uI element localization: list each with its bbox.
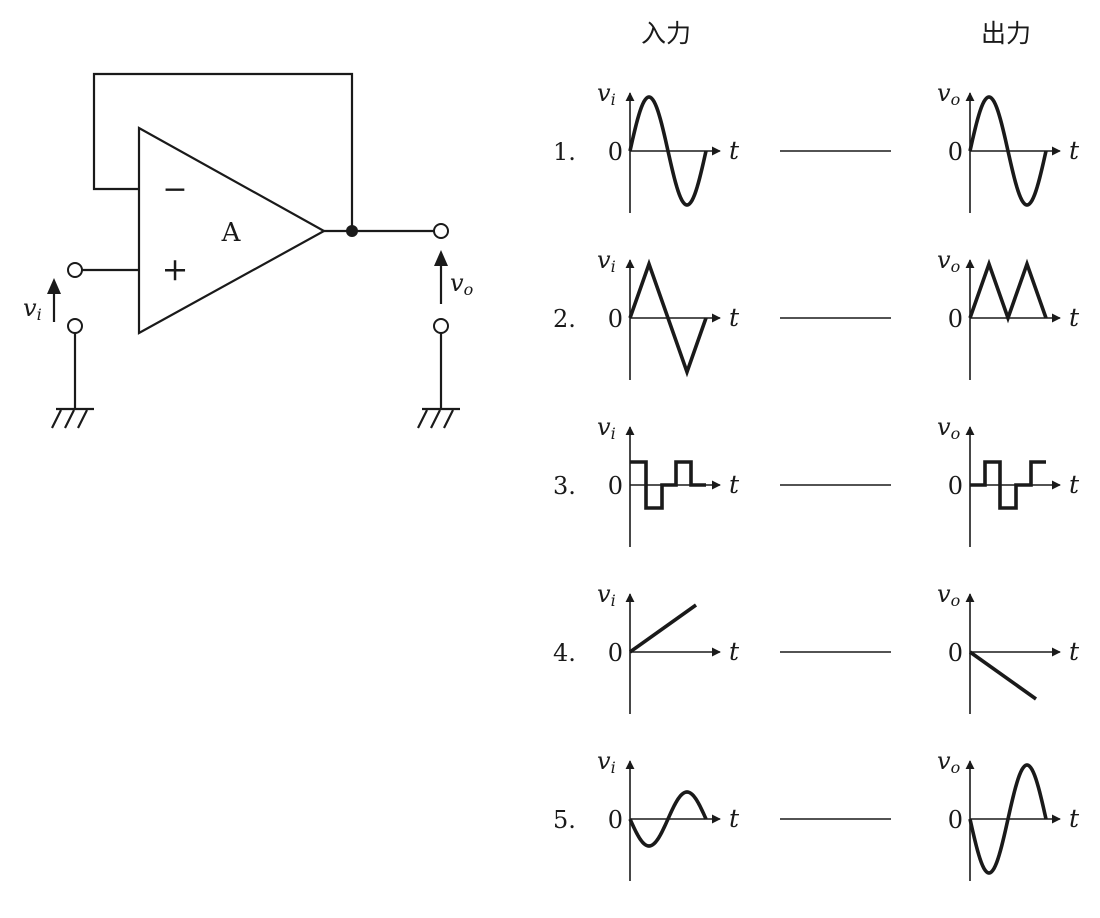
output-t-label: t bbox=[1069, 637, 1080, 666]
input-waveform bbox=[628, 95, 708, 207]
minus-sign: − bbox=[162, 172, 187, 207]
output-t-label: t bbox=[1069, 804, 1080, 833]
output-zero-label: 0 bbox=[948, 138, 963, 166]
output-v-label: vo bbox=[937, 246, 960, 276]
input-t-label: t bbox=[729, 303, 740, 332]
input-zero-label: 0 bbox=[608, 639, 623, 667]
output-graph: 0 t vo bbox=[937, 747, 1080, 881]
input-v-label: vi bbox=[597, 413, 616, 443]
output-graph: 0 t vo bbox=[937, 413, 1080, 547]
output-t-label: t bbox=[1069, 470, 1080, 499]
output-v-label: vo bbox=[937, 580, 960, 610]
option-row-2: 2. 0 t vi 0 t vo bbox=[553, 246, 1080, 380]
junction-node bbox=[346, 225, 358, 237]
input-v-label: vi bbox=[597, 580, 616, 610]
output-voltage-arrow bbox=[434, 250, 448, 304]
option-number: 5. bbox=[553, 806, 576, 834]
output-t-label: t bbox=[1069, 303, 1080, 332]
output-waveform bbox=[968, 258, 1048, 324]
input-waveform bbox=[628, 258, 708, 378]
input-column-header: 入力 bbox=[641, 19, 691, 48]
input-v-label: vi bbox=[597, 246, 616, 276]
output-waveform bbox=[970, 460, 1046, 510]
output-graph: 0 t vo bbox=[937, 580, 1080, 714]
output-v-label: vo bbox=[937, 747, 960, 777]
option-row-5: 5. 0 t vi 0 t vo bbox=[553, 747, 1080, 881]
op-amp-triangle bbox=[137, 126, 327, 335]
output-waveform bbox=[968, 95, 1048, 207]
option-number: 1. bbox=[553, 138, 576, 166]
feedback-wire bbox=[92, 72, 354, 231]
output-voltage-label: vo bbox=[450, 269, 473, 299]
option-row-3: 3. 0 t vi 0 t vo bbox=[553, 413, 1080, 547]
op-amp-circuit: A − + vi vo bbox=[23, 72, 473, 429]
input-t-label: t bbox=[729, 804, 740, 833]
input-zero-label: 0 bbox=[608, 806, 623, 834]
input-graph: 0 t vi bbox=[597, 246, 740, 380]
input-zero-label: 0 bbox=[608, 138, 623, 166]
output-zero-label: 0 bbox=[948, 639, 963, 667]
output-v-label: vo bbox=[937, 79, 960, 109]
input-waveform bbox=[630, 460, 706, 510]
input-t-label: t bbox=[729, 470, 740, 499]
input-ground-terminal bbox=[67, 318, 83, 334]
output-column-header: 出力 bbox=[981, 19, 1031, 48]
input-graph: 0 t vi bbox=[597, 79, 740, 213]
answer-options: 1. 0 t vi 0 t vo 2. 0 t vi 0 t vo 3. 0 t vi 0 t vo 4. 0 t vi 0 t vo… bbox=[553, 79, 1080, 881]
output-ground-terminal bbox=[433, 318, 449, 334]
output-waveform bbox=[968, 650, 1038, 701]
output-graph: 0 t vo bbox=[937, 79, 1080, 213]
output-graph: 0 t vo bbox=[937, 246, 1080, 380]
input-t-label: t bbox=[729, 136, 740, 165]
input-waveform bbox=[628, 790, 708, 848]
option-number: 2. bbox=[553, 305, 576, 333]
output-waveform bbox=[968, 763, 1048, 875]
plus-sign: + bbox=[162, 250, 189, 288]
option-row-1: 1. 0 t vi 0 t vo bbox=[553, 79, 1080, 213]
input-graph: 0 t vi bbox=[597, 413, 740, 547]
input-voltage-label: vi bbox=[23, 294, 42, 324]
input-graph: 0 t vi bbox=[597, 747, 740, 881]
input-v-label: vi bbox=[597, 747, 616, 777]
output-zero-label: 0 bbox=[948, 472, 963, 500]
option-number: 4. bbox=[553, 639, 576, 667]
output-t-label: t bbox=[1069, 136, 1080, 165]
input-graph: 0 t vi bbox=[597, 580, 740, 714]
input-zero-label: 0 bbox=[608, 305, 623, 333]
option-row-4: 4. 0 t vi 0 t vo bbox=[553, 580, 1080, 714]
option-number: 3. bbox=[553, 472, 576, 500]
output-ground-icon bbox=[417, 407, 460, 429]
input-zero-label: 0 bbox=[608, 472, 623, 500]
output-zero-label: 0 bbox=[948, 305, 963, 333]
input-ground-icon bbox=[51, 407, 94, 429]
output-terminal bbox=[433, 223, 449, 239]
output-zero-label: 0 bbox=[948, 806, 963, 834]
input-terminal bbox=[67, 262, 83, 278]
amp-label: A bbox=[221, 218, 242, 248]
input-v-label: vi bbox=[597, 79, 616, 109]
input-waveform bbox=[628, 603, 698, 654]
output-v-label: vo bbox=[937, 413, 960, 443]
input-t-label: t bbox=[729, 637, 740, 666]
input-voltage-arrow bbox=[47, 278, 61, 322]
